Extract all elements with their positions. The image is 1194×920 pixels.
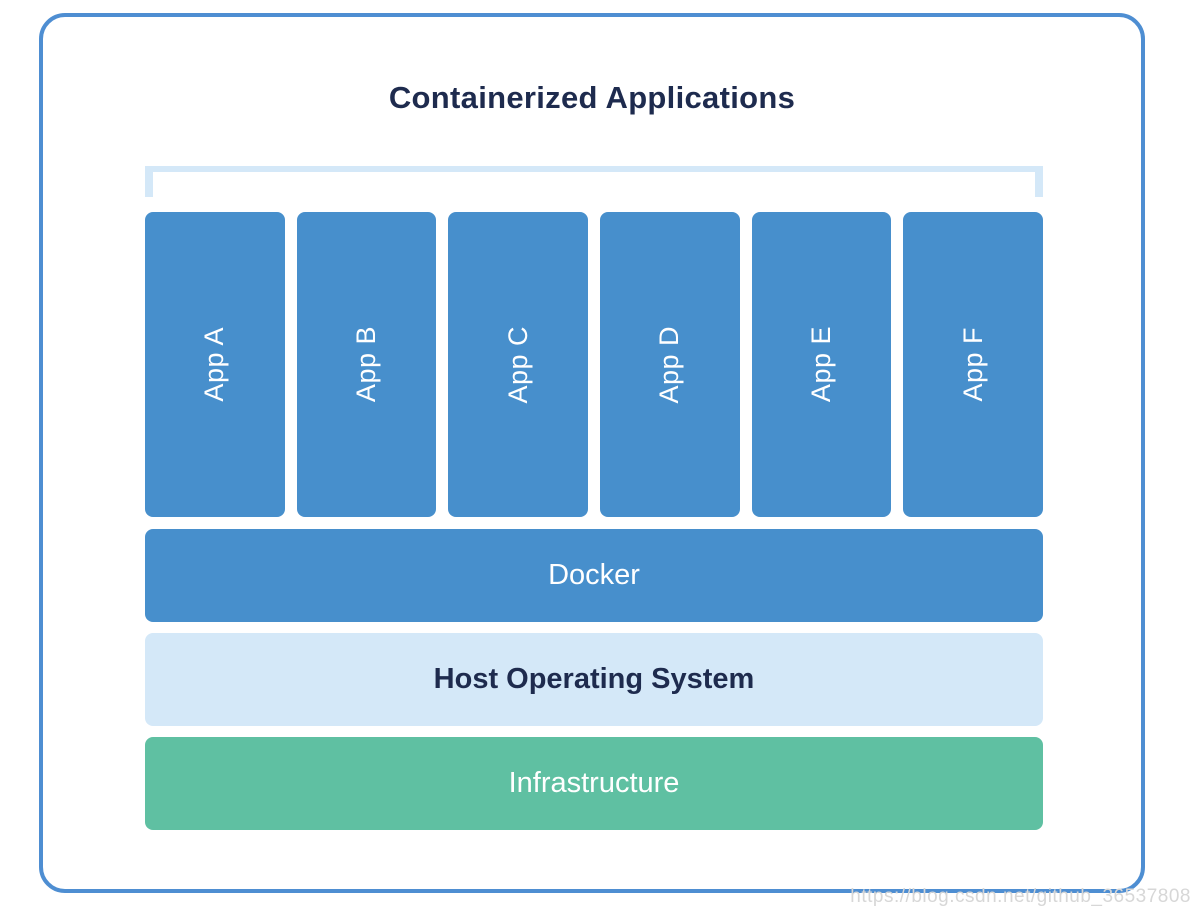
app-label-f: App F: [957, 327, 988, 402]
app-label-a: App A: [199, 327, 230, 402]
app-label-d: App D: [654, 325, 685, 404]
apps-group-bracket: [145, 166, 1043, 197]
app-box-c: App C: [448, 212, 589, 517]
host-os-layer: Host Operating System: [145, 633, 1043, 726]
app-label-c: App C: [502, 325, 533, 404]
diagram-title: Containerized Applications: [388, 80, 796, 115]
app-box-e: App E: [751, 212, 892, 517]
app-box-f: App F: [903, 212, 1044, 517]
docker-layer: Docker: [145, 529, 1043, 622]
app-box-a: App A: [145, 212, 285, 517]
apps-row: App A App B App C App D App E App F: [145, 212, 1044, 517]
app-label-b: App B: [351, 326, 381, 403]
watermark: https://blog.csdn.net/github_36537808: [850, 886, 1191, 907]
app-label-e: App E: [806, 326, 837, 403]
infrastructure-layer: Infrastructure: [145, 737, 1043, 830]
app-box-d: App D: [600, 212, 740, 517]
app-box-b: App B: [296, 212, 437, 517]
